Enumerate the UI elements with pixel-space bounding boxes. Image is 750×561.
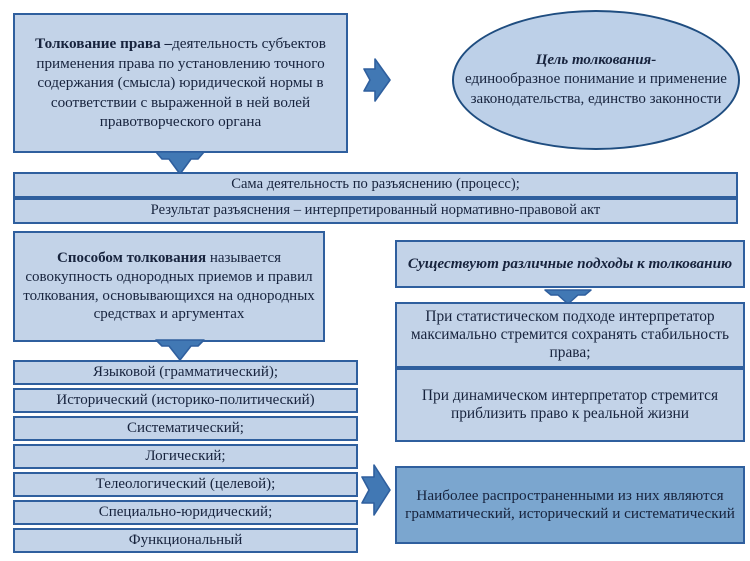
method-label: Логический; bbox=[145, 448, 226, 464]
dynamic-approach-box: При динамическом интерпретатор стремится… bbox=[395, 368, 745, 442]
static-approach-box: При статистическом подходе интерпретатор… bbox=[395, 302, 745, 368]
method-label: Специально-юридический; bbox=[98, 504, 273, 520]
goal-ellipse: Цель толкования-единообразное понимание … bbox=[452, 10, 740, 150]
process-bar-2-text: Результат разъяснения – интерпретированн… bbox=[150, 202, 601, 219]
arrow-down-to-methods bbox=[152, 338, 208, 362]
method-label: Функциональный bbox=[128, 532, 243, 548]
goal-header: Цель толкования- bbox=[535, 51, 657, 68]
definition-text: Толкование права –деятельность субъектов… bbox=[25, 34, 336, 131]
method-label: Телеологический (целевой); bbox=[95, 476, 276, 492]
list-item: Телеологический (целевой); bbox=[13, 472, 358, 497]
most-common-text: Наиболее распространенными из них являют… bbox=[405, 487, 735, 522]
list-item: Функциональный bbox=[13, 528, 358, 553]
method-definition-box: Способом толкования называется совокупно… bbox=[13, 231, 325, 342]
list-item: Систематический; bbox=[13, 416, 358, 441]
dynamic-approach-text: При динамическом интерпретатор стремится… bbox=[421, 386, 719, 422]
goal-body: единообразное понимание и применение зак… bbox=[465, 71, 727, 107]
goal-text: Цель толкования-единообразное понимание … bbox=[454, 51, 738, 110]
method-label: Систематический; bbox=[127, 420, 244, 436]
approaches-header-text: Существуют различные подходы к толковани… bbox=[407, 255, 733, 273]
list-item: Специально-юридический; bbox=[13, 500, 358, 525]
static-approach-text: При статистическом подходе интерпретатор… bbox=[410, 307, 730, 362]
list-item: Логический; bbox=[13, 444, 358, 469]
definition-box: Толкование права –деятельность субъектов… bbox=[13, 13, 348, 153]
definition-rest: деятельность субъектов применения права … bbox=[36, 35, 326, 131]
process-bar-1: Сама деятельность по разъяснению (процес… bbox=[13, 172, 738, 198]
arrow-right-to-goal bbox=[362, 55, 392, 105]
list-item: Исторический (историко-политический) bbox=[13, 388, 358, 413]
approaches-header-box: Существуют различные подходы к толковани… bbox=[395, 240, 745, 288]
arrow-right-to-most-common bbox=[360, 460, 392, 520]
method-definition-rest: называется совокупность однородных прием… bbox=[23, 250, 315, 323]
method-label: Языковой (грамматический); bbox=[92, 364, 279, 380]
process-bar-1-text: Сама деятельность по разъяснению (процес… bbox=[231, 176, 520, 193]
arrow-down-to-approaches bbox=[542, 288, 594, 306]
definition-lead: Толкование права – bbox=[35, 35, 173, 53]
process-bar-2: Результат разъяснения – интерпретированн… bbox=[13, 198, 738, 224]
method-definition-text: Способом толкования называется совокупно… bbox=[23, 249, 315, 323]
arrow-down-to-process bbox=[152, 150, 208, 176]
most-common-box: Наиболее распространенными из них являют… bbox=[395, 466, 745, 544]
list-item: Языковой (грамматический); bbox=[13, 360, 358, 385]
method-label: Исторический (историко-политический) bbox=[56, 392, 315, 408]
method-definition-lead: Способом толкования bbox=[56, 250, 207, 267]
